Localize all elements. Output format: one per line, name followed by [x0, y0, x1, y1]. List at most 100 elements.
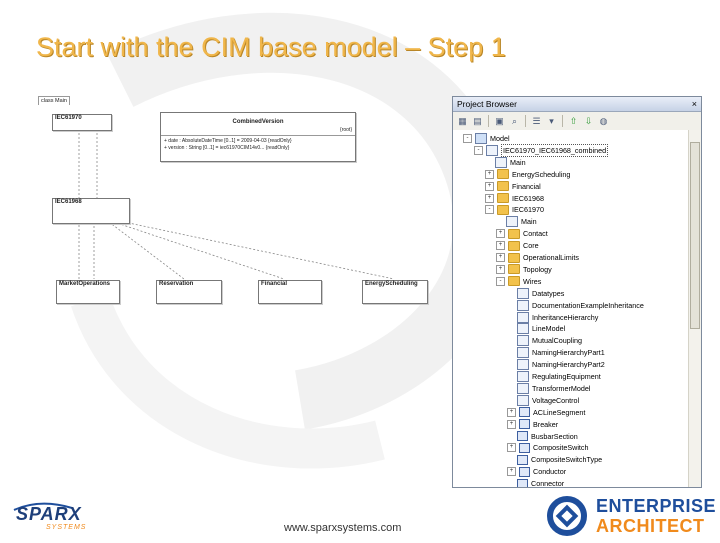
expand-icon[interactable]: + [507, 443, 516, 453]
package-icon [506, 216, 518, 228]
tree-item[interactable]: +OperationalLimits [496, 252, 579, 263]
tree-item[interactable]: Connector [507, 478, 564, 487]
package-name: Financial [261, 281, 288, 287]
new-element-icon[interactable]: ▣ [495, 115, 504, 126]
collapse-icon[interactable]: - [474, 145, 483, 155]
collapse-icon[interactable]: - [496, 276, 505, 286]
tree-item-label: InheritanceHierarchy [532, 312, 599, 322]
tree-item[interactable]: +Conductor [507, 466, 566, 477]
expand-icon[interactable]: + [496, 229, 505, 239]
expand-icon[interactable]: + [507, 407, 516, 417]
class-icon [517, 431, 528, 441]
tree-item[interactable]: +ACLineSegment [507, 407, 585, 418]
package-icon [517, 335, 529, 347]
close-icon[interactable]: × [691, 99, 697, 109]
expand-icon[interactable]: + [507, 467, 516, 477]
class-icon [519, 419, 530, 430]
package-financial[interactable]: Financial [258, 280, 322, 304]
tree-item[interactable]: + EnergyScheduling [485, 169, 570, 180]
tree-item-label: NamingHierarchyPart2 [532, 360, 605, 370]
tree-item[interactable]: + Breaker [507, 419, 558, 430]
tree-item-label: LineModel [532, 324, 566, 334]
tree-item-label: VoltageControl [532, 395, 580, 405]
project-browser[interactable]: Project Browser × ▦ ▤ ▣ ⌕ ☰ ▾ ⇧ ⇩ ◍ -Mod… [452, 96, 702, 488]
expand-icon[interactable]: + [496, 241, 505, 251]
tree-item-label: NamingHierarchyPart1 [532, 348, 605, 358]
vertical-scrollbar[interactable] [688, 130, 701, 487]
tree-item[interactable]: MutualCoupling [507, 335, 582, 347]
new-diagram-icon[interactable]: ▤ [473, 115, 482, 126]
tree-item[interactable]: +Financial [485, 181, 541, 192]
tree-item[interactable]: BusbarSection [507, 431, 578, 442]
class-combinedversion[interactable]: CombinedVersion {root} + date : Absolute… [160, 112, 356, 162]
tree-item[interactable]: TransformerModel [507, 382, 590, 394]
tree-item-label: Breaker [533, 419, 559, 429]
slide-title: Start with the CIM base model – Step 1 [36, 32, 506, 62]
footer-url[interactable]: www.sparxsystems.com [284, 522, 402, 534]
package-energyscheduling[interactable]: EnergyScheduling [362, 280, 428, 304]
uml-diagram[interactable]: class Main IEC61970 CombinedVersion {roo… [34, 94, 444, 324]
enterprise-architect-logo: ENTERPRISE ARCHITECT [544, 494, 716, 538]
class-attribute: + version : String [0..1] = iec61970CIM1… [164, 145, 290, 151]
package-reservation[interactable]: Reservation [156, 280, 222, 304]
tree-item[interactable]: Main [496, 216, 537, 228]
model-icon [475, 133, 487, 144]
options-icon[interactable]: ☰ [532, 115, 541, 126]
tree-item-label: Datatypes [532, 288, 565, 298]
tree-item[interactable]: -Wires [496, 276, 541, 287]
tree-item[interactable]: Main [485, 156, 526, 168]
tree-item-label: RegulatingEquipment [532, 372, 601, 381]
move-up-icon[interactable]: ⇧ [569, 115, 578, 126]
tree-item[interactable]: InheritanceHierarchy [507, 311, 599, 323]
tree-item[interactable]: RegulatingEquipment [507, 371, 601, 382]
package-iec61970[interactable]: IEC61970 [52, 114, 112, 131]
tree-item-label: Connector [531, 479, 565, 487]
package-icon [517, 394, 529, 406]
expand-icon[interactable]: + [485, 193, 494, 203]
package-icon [517, 382, 529, 394]
tree-item-label: Topology [523, 264, 552, 274]
tree-item[interactable]: Datatypes [507, 287, 565, 299]
package-iec61968[interactable]: IEC61968 [52, 198, 130, 224]
tree-item[interactable]: NamingHierarchyPart2 [507, 359, 605, 371]
tree-item[interactable]: NamingHierarchyPart1 [507, 347, 605, 359]
package-marketoperations[interactable]: MarketOperations [56, 280, 120, 304]
tree-item[interactable]: -IEC61970_IEC61968_combined [474, 143, 609, 157]
tree-item-label: EnergyScheduling [512, 169, 571, 179]
move-down-icon[interactable]: ⇩ [584, 115, 593, 126]
tree-item[interactable]: +CompositeSwitch [507, 442, 589, 453]
package-icon [517, 311, 529, 323]
scrollbar-thumb[interactable] [690, 142, 700, 329]
tree-item[interactable]: +Contact [496, 228, 548, 239]
browser-toolbar: ▦ ▤ ▣ ⌕ ☰ ▾ ⇧ ⇩ ◍ [453, 112, 701, 131]
sparx-logo-text: SPARX [16, 504, 82, 524]
tree-item[interactable]: + Topology [496, 264, 552, 275]
find-icon[interactable]: ⌕ [511, 115, 518, 126]
help-icon[interactable]: ◍ [599, 115, 608, 126]
folder-icon [508, 276, 520, 287]
tree-item[interactable]: LineModel [507, 323, 566, 335]
tree-item[interactable]: CompositeSwitchType [507, 454, 602, 465]
class-attributes: + date : AbsoluteDateTime [0..1] = 2009-… [161, 135, 355, 154]
class-stereotype: {root} [340, 127, 352, 133]
package-name: IEC61970 [55, 115, 82, 121]
tree-item[interactable]: DocumentationExampleInheritance [507, 299, 644, 311]
tree-item-label: Core [523, 241, 539, 251]
tree-item[interactable]: -Model [463, 133, 510, 144]
new-package-icon[interactable]: ▦ [458, 115, 467, 126]
collapse-icon[interactable]: - [463, 134, 472, 143]
expand-icon[interactable]: + [485, 169, 494, 179]
class-icon [517, 454, 528, 465]
collapse-icon[interactable]: - [485, 205, 494, 215]
properties-icon[interactable]: ▾ [549, 115, 554, 126]
expand-icon[interactable]: + [507, 419, 516, 429]
expand-icon[interactable]: + [485, 181, 494, 191]
expand-icon[interactable]: + [496, 253, 505, 262]
expand-icon[interactable]: + [496, 264, 505, 274]
browser-title: Project Browser [457, 99, 517, 109]
tree-item[interactable]: +IEC61968 [485, 193, 544, 204]
tree-item[interactable]: VoltageControl [507, 394, 580, 406]
tree-item[interactable]: + Core [496, 240, 539, 251]
tree-item[interactable]: -IEC61970 [485, 204, 544, 215]
